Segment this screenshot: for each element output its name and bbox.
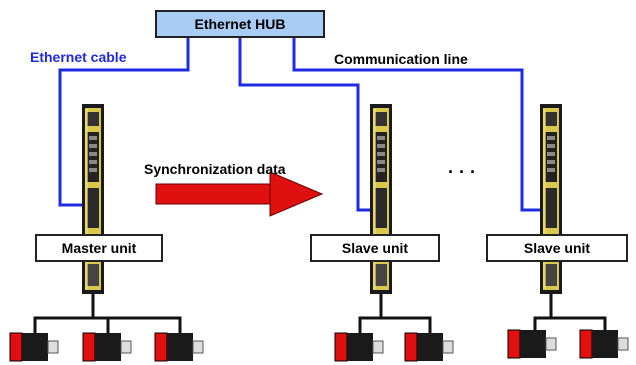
motor-master-3 [154,332,204,362]
ethernet-cables [58,38,550,212]
servo-amplifier-master [82,104,104,294]
motor-slave2-2 [579,329,629,359]
slave-unit-box-1: Slave unit [310,234,440,262]
ellipsis: · · · [448,162,476,182]
slave-unit-box-2: Slave unit [486,234,628,262]
motor-slave2-1 [507,329,557,359]
sync-arrow [155,171,324,217]
servo-amplifier-slave-1 [370,104,392,294]
motor-slave1-2 [404,332,454,362]
communication-line-label: Communication line [334,51,468,67]
motor-wiring [33,294,607,335]
ethernet-cable-label: Ethernet cable [30,49,127,65]
cable-slave-2 [292,38,550,212]
motor-master-1 [9,332,59,362]
ethernet-hub: Ethernet HUB [155,10,325,38]
motor-master-2 [82,332,132,362]
motor-slave1-1 [334,332,384,362]
servo-amplifier-slave-2 [540,104,562,294]
cable-slave-1 [238,38,380,212]
cable-master [58,38,190,207]
master-unit-box: Master unit [35,234,163,262]
sync-data-label: Synchronization data [144,161,286,177]
